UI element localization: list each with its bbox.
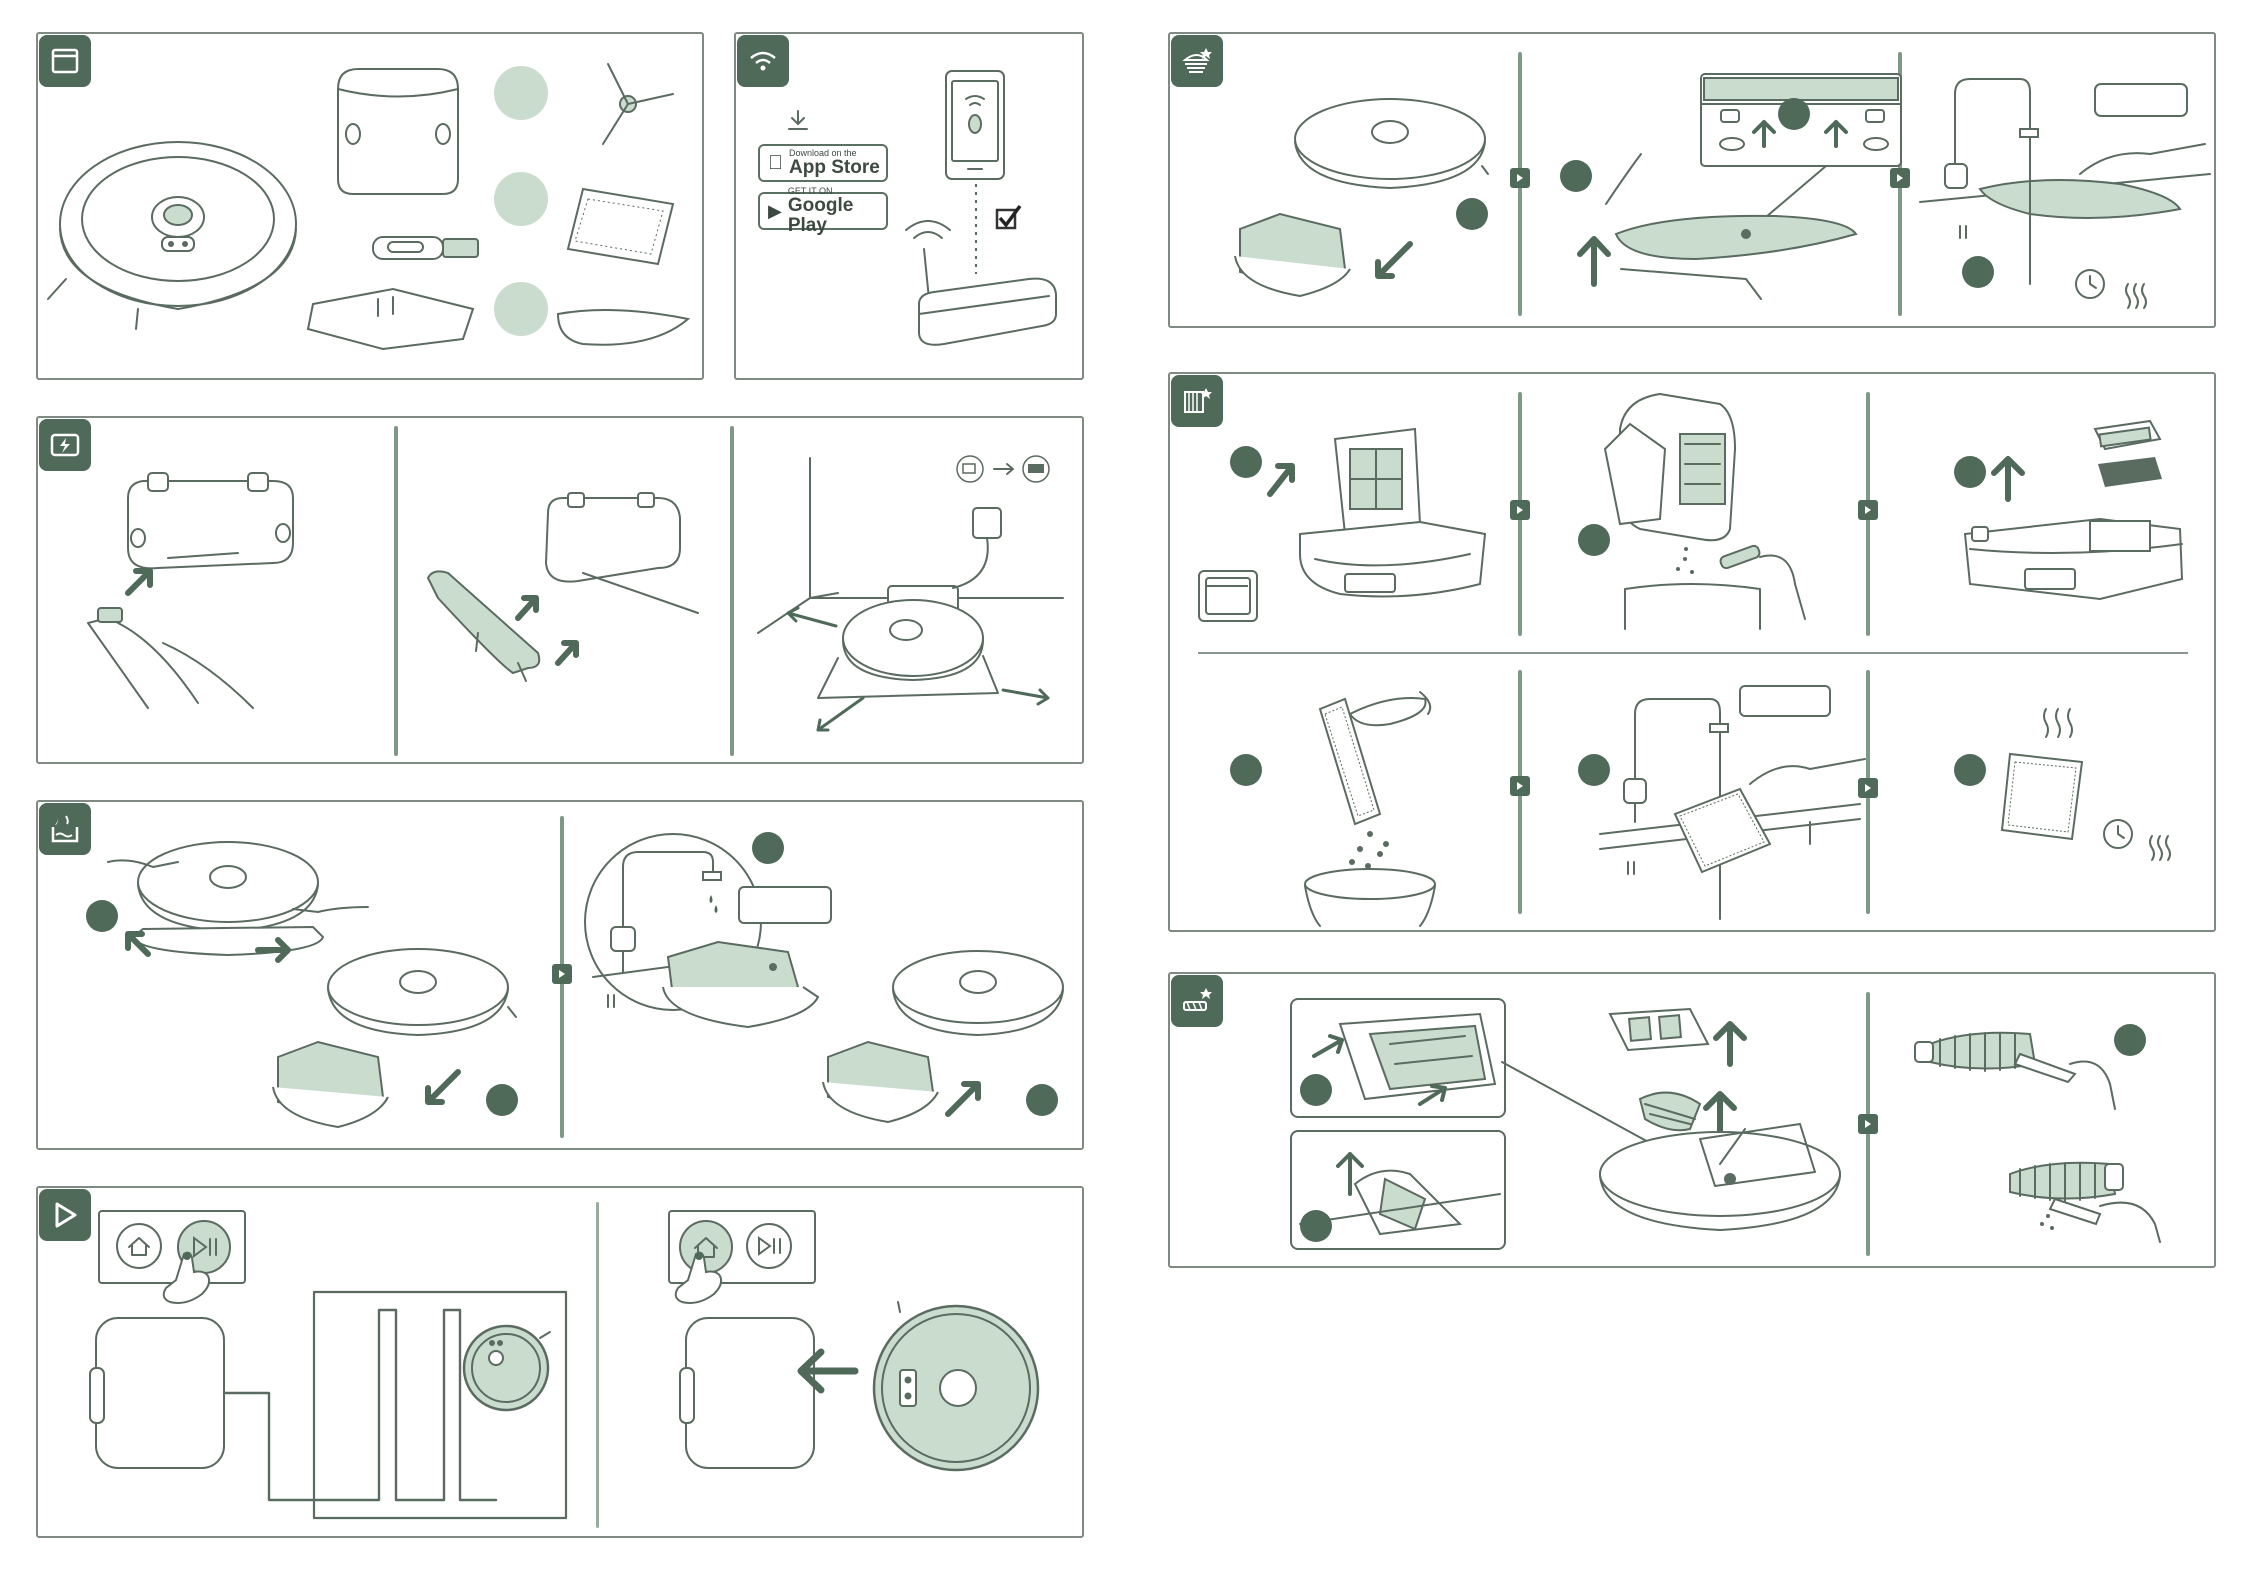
mop-pad-illustration — [553, 299, 693, 359]
robot-top-illustration — [868, 1300, 1048, 1480]
brush-clean-icon — [1171, 975, 1223, 1027]
brush-clean-lower-illustration — [1990, 1134, 2220, 1244]
step-marker — [494, 172, 548, 226]
step-marker — [494, 66, 548, 120]
step-marker — [1300, 1074, 1332, 1106]
filter-illustration — [563, 179, 683, 269]
dock-cable-illustration — [78, 453, 378, 743]
panel-mop-clean — [1168, 32, 2216, 328]
filter-rinse-illustration — [1580, 674, 1880, 924]
dock-front-illustration — [684, 1316, 824, 1476]
panel-start-clean — [36, 1186, 1084, 1538]
divider — [1198, 652, 2188, 654]
play-pause-button-icon[interactable] — [744, 1221, 794, 1271]
cleaning-path-illustration — [224, 1288, 604, 1523]
robot-brush-illustration — [1570, 1004, 1870, 1244]
step-marker — [1026, 1084, 1058, 1116]
side-brush-illustration — [583, 59, 683, 159]
filter-tap-illustration — [1270, 674, 1510, 924]
mop-detach-illustration — [1546, 54, 1886, 324]
checkbox-icon — [994, 204, 1024, 234]
panel-water-tank — [36, 800, 1084, 1150]
divider — [394, 426, 398, 756]
return-arrow-icon — [793, 1346, 863, 1396]
filter-remove-illustration — [1950, 409, 2210, 629]
dock-front-illustration — [94, 1316, 234, 1476]
mop-plate-illustration — [303, 284, 483, 354]
step-marker — [86, 900, 118, 932]
panel-filter-clean — [1168, 372, 2216, 932]
panel-charging — [36, 416, 1084, 764]
step-marker — [1778, 98, 1810, 130]
dustbin-empty-illustration — [1600, 389, 1840, 639]
dustbin-open-illustration — [1260, 424, 1500, 624]
wifi-icon — [737, 35, 789, 87]
filter-clean-icon — [1171, 375, 1223, 427]
calendar-icon — [1198, 570, 1258, 622]
next-step-arrow — [1890, 168, 1910, 188]
pressing-hand-illustration — [156, 1250, 226, 1310]
pressing-hand-illustration — [660, 1250, 730, 1310]
cleaning-tool-illustration — [368, 229, 488, 269]
panel-brush-clean — [1168, 972, 2216, 1268]
phone-illustration — [944, 69, 1008, 184]
dock-illustration — [328, 59, 468, 209]
step-marker — [1578, 524, 1610, 556]
step-marker — [752, 832, 784, 864]
dock-plate-illustration — [418, 473, 718, 713]
step-marker — [486, 1084, 518, 1116]
water-tank-icon — [39, 803, 91, 855]
panel-box-contents — [36, 32, 704, 380]
brush-clean-upper-illustration — [1910, 1004, 2140, 1114]
step-marker — [1230, 446, 1262, 478]
room-placement-illustration — [748, 458, 1078, 758]
filter-dry-illustration — [1980, 704, 2200, 904]
mop-clean-icon — [1171, 35, 1223, 87]
next-step-arrow — [1510, 168, 1530, 188]
callout-box — [738, 886, 832, 924]
step-marker — [1962, 256, 1994, 288]
router-illustration — [914, 244, 1064, 354]
app-store-large-text: App Store — [789, 158, 880, 178]
step-marker — [1230, 754, 1262, 786]
next-step-arrow — [1510, 776, 1530, 796]
robot-illustration — [58, 129, 318, 349]
robot-mop-removal-illustration — [1220, 74, 1500, 294]
next-step-arrow — [1858, 500, 1878, 520]
step-marker — [1456, 198, 1488, 230]
next-step-arrow — [1510, 500, 1530, 520]
divider — [730, 426, 734, 756]
step-marker — [1300, 1210, 1332, 1242]
box-icon — [39, 35, 91, 87]
step-marker — [1560, 160, 1592, 192]
google-play-large-text: Google Play — [788, 196, 886, 236]
play-icon — [39, 1189, 91, 1241]
step-marker — [494, 282, 548, 336]
download-icon — [786, 109, 810, 133]
